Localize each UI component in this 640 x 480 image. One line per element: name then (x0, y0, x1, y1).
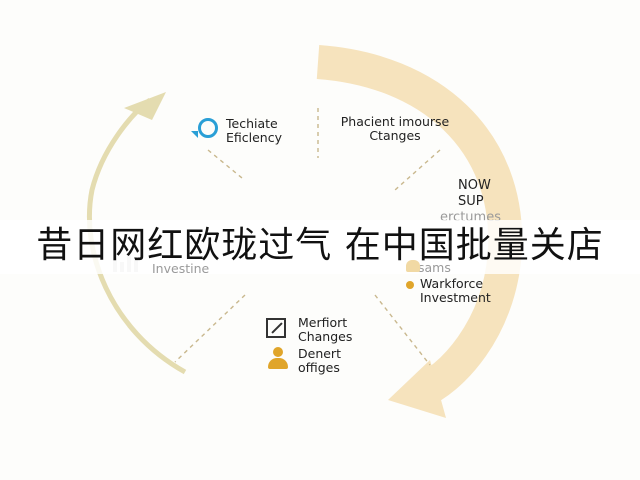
bullet-icon (406, 281, 414, 289)
node-phacient: Phacient imourse Ctanges (330, 115, 460, 143)
node-workforce-line2: Investment (420, 290, 491, 305)
headline-text: 昔日网红欧珑过气 在中国批量关店 (36, 225, 604, 266)
node-now: NOW (458, 178, 491, 193)
left-cycle-arrow (86, 98, 187, 375)
left-arrow-head (124, 92, 166, 120)
node-investine: Investine (152, 261, 210, 276)
node-merfiort: Merfiort Changes (298, 316, 352, 344)
node-sup: SUP (458, 194, 484, 209)
node-denert-line1: Denert (298, 346, 341, 361)
node-techiate-line1: Techiate (226, 116, 278, 131)
headline-banner (0, 220, 640, 274)
node-techiate: Techiate Eficlency (226, 117, 282, 145)
node-workforce-line1: Warkforce (420, 276, 484, 291)
node-denert-line2: offiges (298, 360, 340, 375)
speech-tail-icon (191, 131, 198, 138)
node-now-sup: NOW SUP erctumes (440, 178, 501, 226)
gear-ring-icon (198, 118, 218, 138)
node-phacient-line2: Ctanges (369, 128, 421, 143)
node-sams: sams (418, 260, 451, 275)
faded-person-icon (406, 260, 420, 272)
node-merfiort-line2: Changes (298, 329, 353, 344)
node-workforce: Warkforce Investment (420, 277, 491, 305)
dashed-connectors (174, 108, 441, 366)
edit-icon (266, 318, 286, 338)
node-techiate-line2: Eficlency (226, 130, 282, 145)
node-denert: Denert offiges (298, 347, 341, 375)
node-merfiort-line1: Merfiort (298, 315, 348, 330)
large-arrow-head (388, 360, 446, 418)
person-icon (266, 347, 290, 371)
node-phacient-line1: Phacient imourse (340, 114, 450, 129)
